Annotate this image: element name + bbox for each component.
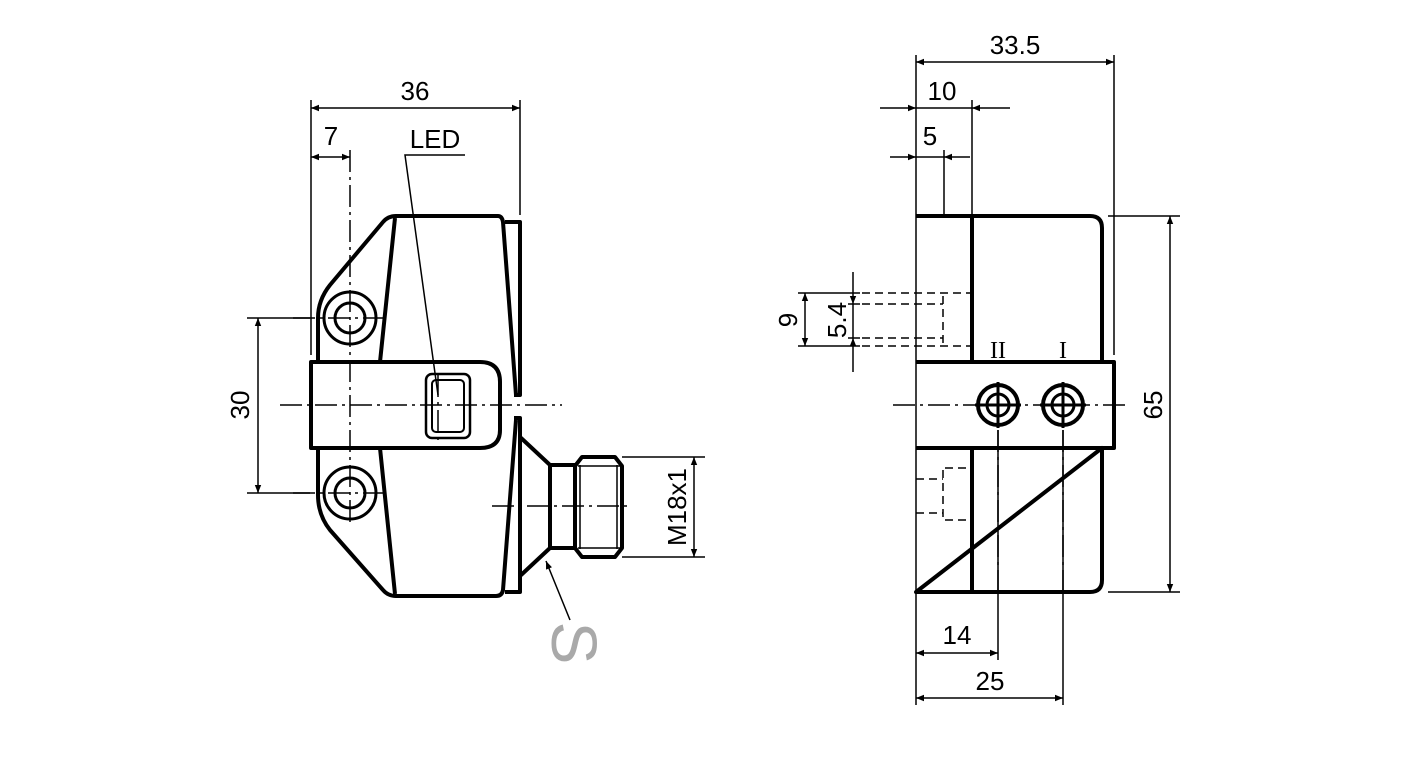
socket-label-ii: II [990, 338, 1006, 364]
dim-36: 36 [401, 76, 430, 106]
dim-30: 30 [225, 391, 255, 420]
dim-14: 14 [943, 620, 972, 650]
centerline [893, 404, 1125, 592]
led-window [424, 372, 472, 440]
dim-7: 7 [324, 121, 338, 151]
dim-9: 9 [773, 313, 803, 327]
dim-5: 5 [923, 121, 937, 151]
led-leader [404, 154, 465, 396]
socket-arrow [545, 560, 571, 621]
led-label: LED [410, 124, 461, 154]
housing-outline [914, 214, 1104, 594]
dim-33-5: 33.5 [990, 30, 1041, 60]
side-view: 36 7 LED 30 M18x1 S [225, 76, 705, 664]
dim-10: 10 [928, 76, 957, 106]
socket-label-s: S [538, 622, 610, 665]
dim-5-4: 5.4 [822, 302, 852, 338]
led-window-inner [431, 379, 465, 433]
socket-label-i: I [1059, 338, 1067, 364]
front-view: II I 33.5 10 5 9 5.4 65 14 25 [773, 30, 1180, 705]
housing-outline [311, 214, 518, 598]
dim-25: 25 [976, 666, 1005, 696]
centerline [280, 150, 630, 525]
hidden-hole-bottom [916, 467, 970, 521]
dim-m18x1: M18x1 [662, 468, 692, 546]
mounting-flange [309, 360, 502, 450]
connector-nut [573, 455, 624, 559]
dim-65: 65 [1138, 391, 1168, 420]
housing-inner-lines [378, 217, 397, 595]
side-plate [505, 220, 522, 594]
